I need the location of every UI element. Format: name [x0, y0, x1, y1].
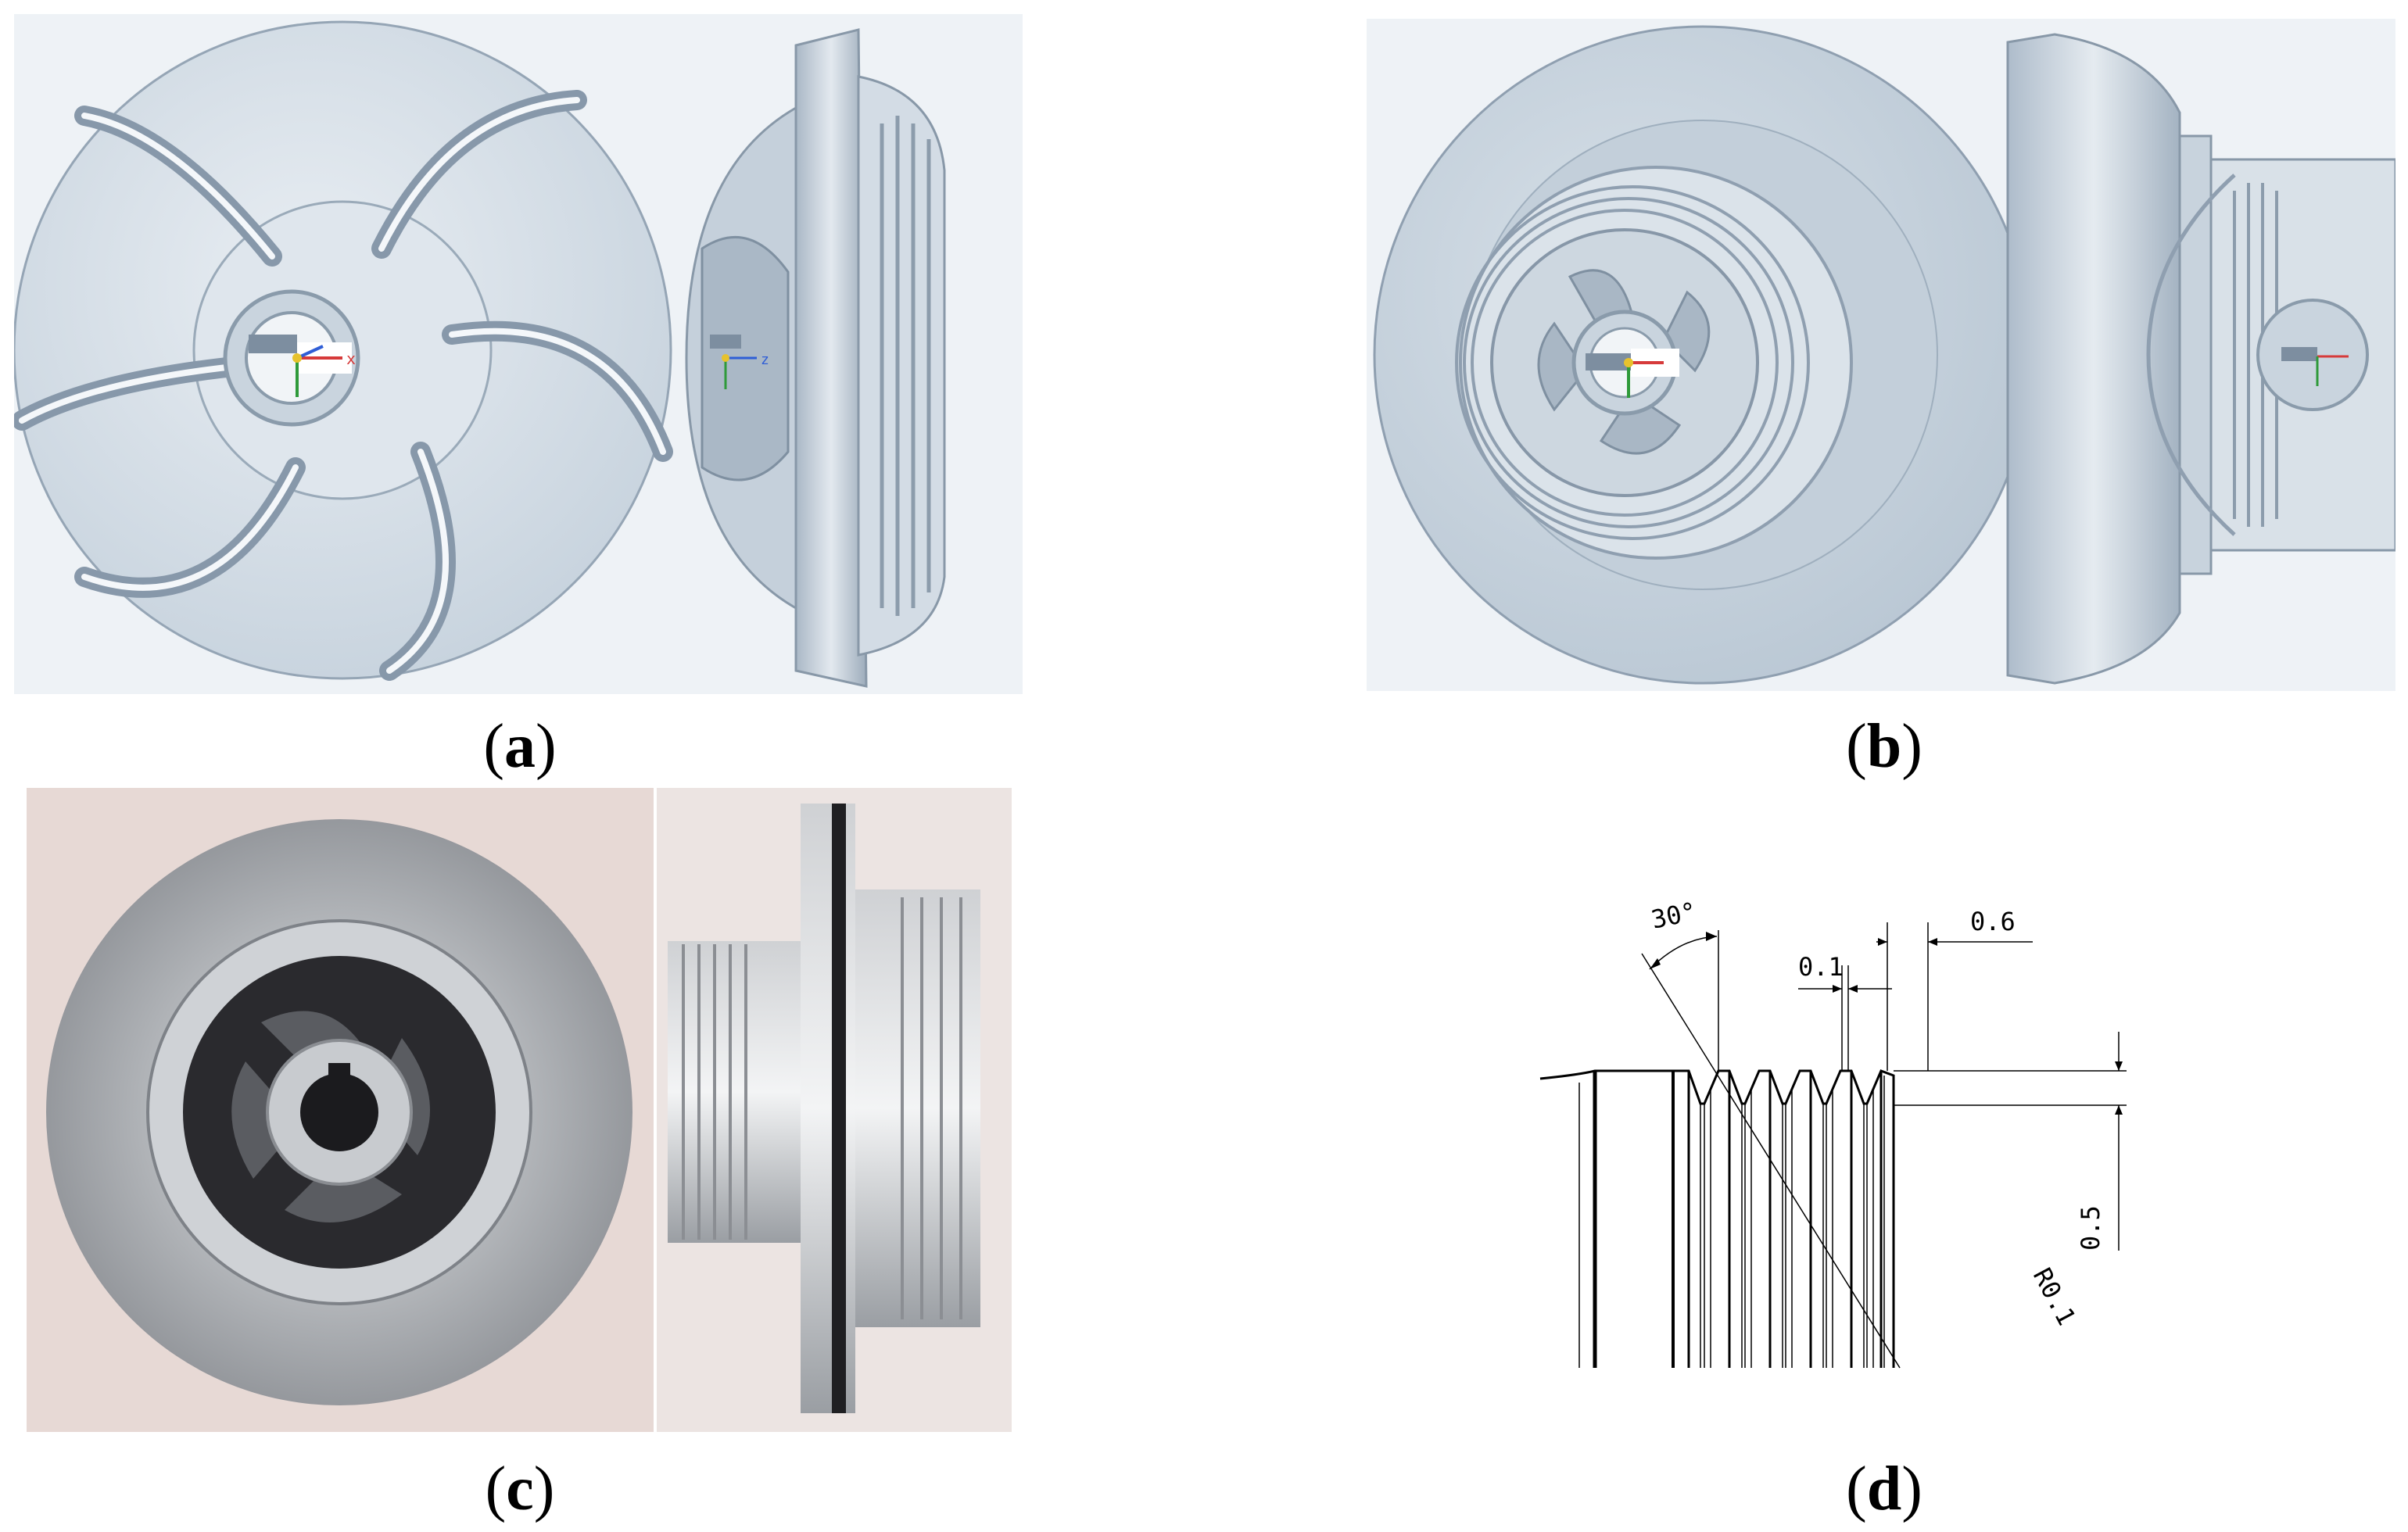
impeller-side-view: z: [685, 28, 946, 688]
angle-label: 30°: [1649, 897, 1699, 935]
panel-d-technical-drawing: 30° 0.1 0.6 0.5 R0.1: [1539, 897, 2127, 1369]
caption-c-letter: c: [506, 1455, 534, 1523]
side-coordinate-triad-icon: z: [722, 352, 769, 389]
impeller-front-view: x: [12, 20, 673, 681]
dim-depth-label: 0.5: [2076, 1205, 2105, 1251]
coordinate-triad-icon: x: [292, 345, 356, 397]
panel-a: x z: [12, 14, 1023, 694]
caption-b: (b): [1846, 712, 1922, 781]
panel-c: [27, 788, 1012, 1432]
panel-b-cad-image: [1367, 19, 2397, 691]
panel-a-cad-image: x z: [12, 14, 1023, 694]
dim-radius-label: R0.1: [2027, 1263, 2082, 1330]
caption-a: (a): [483, 712, 557, 781]
axis-z-label: z: [761, 352, 769, 368]
axis-x-label: x: [346, 349, 356, 368]
caption-b-letter: b: [1866, 712, 1902, 781]
impeller-photo-front: [46, 819, 632, 1405]
dim-pitch-small-label: 0.1: [1798, 952, 1844, 982]
impeller-photo-side: [668, 804, 980, 1413]
caption-c: (c): [485, 1455, 555, 1523]
caption-a-letter: a: [504, 712, 536, 781]
caption-d-letter: d: [1866, 1455, 1902, 1523]
panel-b: [1367, 19, 2397, 691]
shroud-side-view: [2006, 33, 2397, 685]
dim-pitch-label: 0.6: [1970, 907, 2016, 936]
panel-d: 30° 0.1 0.6 0.5 R0.1: [1532, 883, 2127, 1383]
caption-d: (d): [1846, 1455, 1922, 1523]
panel-c-photo-image: [27, 788, 1012, 1432]
shroud-front-view: [1373, 25, 2033, 685]
